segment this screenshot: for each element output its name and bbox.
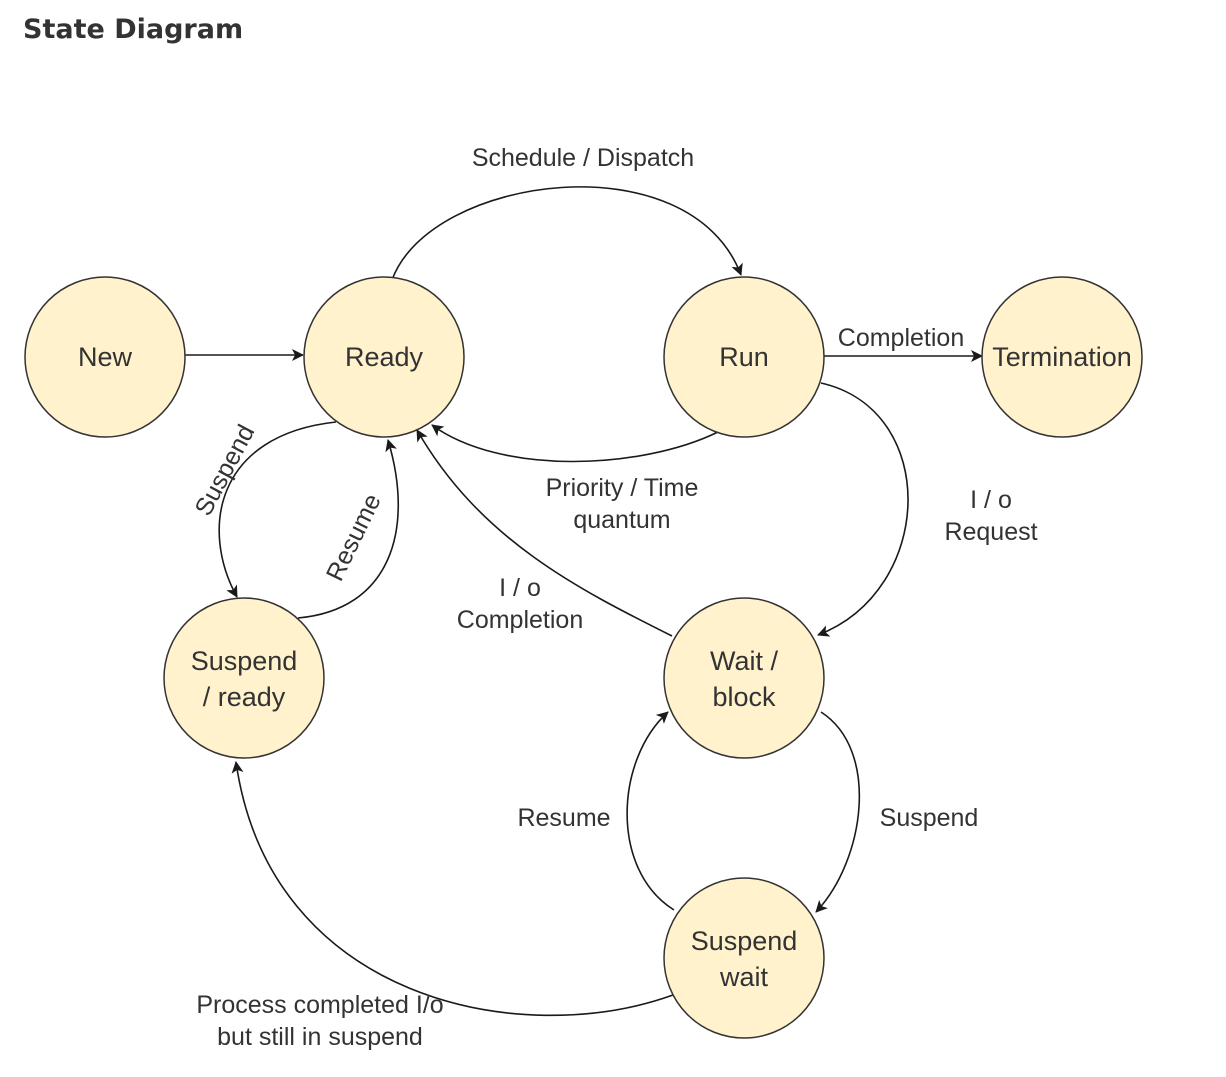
label-resume-to-wait-line: Resume	[517, 804, 610, 832]
label-suspend-to-suspend-wait-line: Suspend	[880, 804, 979, 832]
label-suspend-to-suspend-ready-line: Suspend	[189, 420, 260, 520]
state-termination-label-line: Termination	[992, 342, 1132, 372]
state-run-circle	[663, 276, 825, 438]
state-suspend-wait-label-line: Suspend	[691, 926, 798, 956]
label-completion-line: Completion	[838, 324, 964, 352]
label-io-request-line: Request	[944, 518, 1037, 546]
state-run: Run	[663, 276, 825, 438]
state-suspend-wait-label-line: wait	[719, 962, 769, 992]
label-process-completed-io-line: but still in suspend	[217, 1023, 423, 1051]
label-process-completed-io: Process completed I/o but still in suspen…	[196, 991, 443, 1051]
label-priority-time-quantum-line: Priority / Time	[546, 474, 699, 502]
transition-labels: Schedule / Dispatch Completion Priority …	[189, 144, 1037, 1051]
label-resume-to-ready: Resume	[321, 490, 387, 586]
label-io-request-line: I / o	[970, 486, 1012, 514]
label-suspend-to-suspend-ready: Suspend	[189, 420, 260, 520]
state-ready-label-line: Ready	[345, 342, 424, 372]
state-ready-label: Ready	[345, 342, 424, 372]
state-new-circle	[24, 276, 186, 438]
label-schedule-dispatch: Schedule / Dispatch	[472, 144, 694, 172]
edge-io-request	[817, 382, 909, 637]
state-wait-block: Wait / block	[663, 597, 825, 759]
edge-resume-to-ready	[297, 439, 400, 619]
states: New Ready Run Termination Suspend / ready…	[24, 276, 1143, 1039]
edge-schedule-dispatch	[391, 186, 743, 281]
state-suspend-wait-label: Suspend wait	[691, 926, 798, 992]
state-wait-block-label-line: Wait /	[710, 646, 778, 676]
label-schedule-dispatch-line: Schedule / Dispatch	[472, 144, 694, 172]
state-new: New	[24, 276, 186, 438]
state-suspend-wait-circle	[663, 877, 825, 1039]
edge-suspend-to-suspend-wait	[815, 711, 861, 913]
transitions	[185, 186, 983, 1017]
state-termination-label: Termination	[992, 342, 1132, 372]
label-io-completion-line: I / o	[499, 574, 541, 602]
label-io-request: I / o Request	[944, 486, 1037, 546]
state-suspend-ready-label-line: / ready	[203, 682, 286, 712]
state-wait-block-label-line: block	[712, 682, 776, 712]
state-new-label-line: New	[78, 342, 133, 372]
state-run-label-line: Run	[719, 342, 769, 372]
label-process-completed-io-line: Process completed I/o	[196, 991, 443, 1019]
label-resume-to-wait: Resume	[517, 804, 610, 832]
state-suspend-ready-circle	[163, 597, 325, 759]
label-io-completion: I / o Completion	[457, 574, 583, 634]
state-termination-circle	[981, 276, 1143, 438]
state-ready-circle	[303, 276, 465, 438]
label-completion: Completion	[838, 324, 964, 352]
edge-process-completed-io	[231, 761, 674, 1017]
label-resume-to-ready-line: Resume	[321, 490, 387, 586]
state-ready: Ready	[303, 276, 465, 438]
state-suspend-ready-label-line: Suspend	[191, 646, 298, 676]
edge-io-completion	[416, 429, 673, 637]
edge-resume-to-wait	[626, 711, 675, 911]
state-suspend-ready-label: Suspend / ready	[191, 646, 298, 712]
state-wait-block-label: Wait / block	[710, 646, 778, 712]
page-title: State Diagram	[23, 14, 244, 45]
edge-priority-time-quantum	[431, 424, 719, 463]
state-run-label: Run	[719, 342, 769, 372]
label-io-completion-line: Completion	[457, 606, 583, 634]
label-priority-time-quantum-line: quantum	[573, 506, 670, 534]
state-suspend-wait: Suspend wait	[663, 877, 825, 1039]
state-termination: Termination	[981, 276, 1143, 438]
edge-suspend-to-suspend-ready	[218, 421, 337, 598]
state-new-label: New	[78, 342, 133, 372]
label-priority-time-quantum: Priority / Time quantum	[546, 474, 699, 534]
state-suspend-ready: Suspend / ready	[163, 597, 325, 759]
state-wait-block-circle	[663, 597, 825, 759]
label-suspend-to-suspend-wait: Suspend	[880, 804, 979, 832]
